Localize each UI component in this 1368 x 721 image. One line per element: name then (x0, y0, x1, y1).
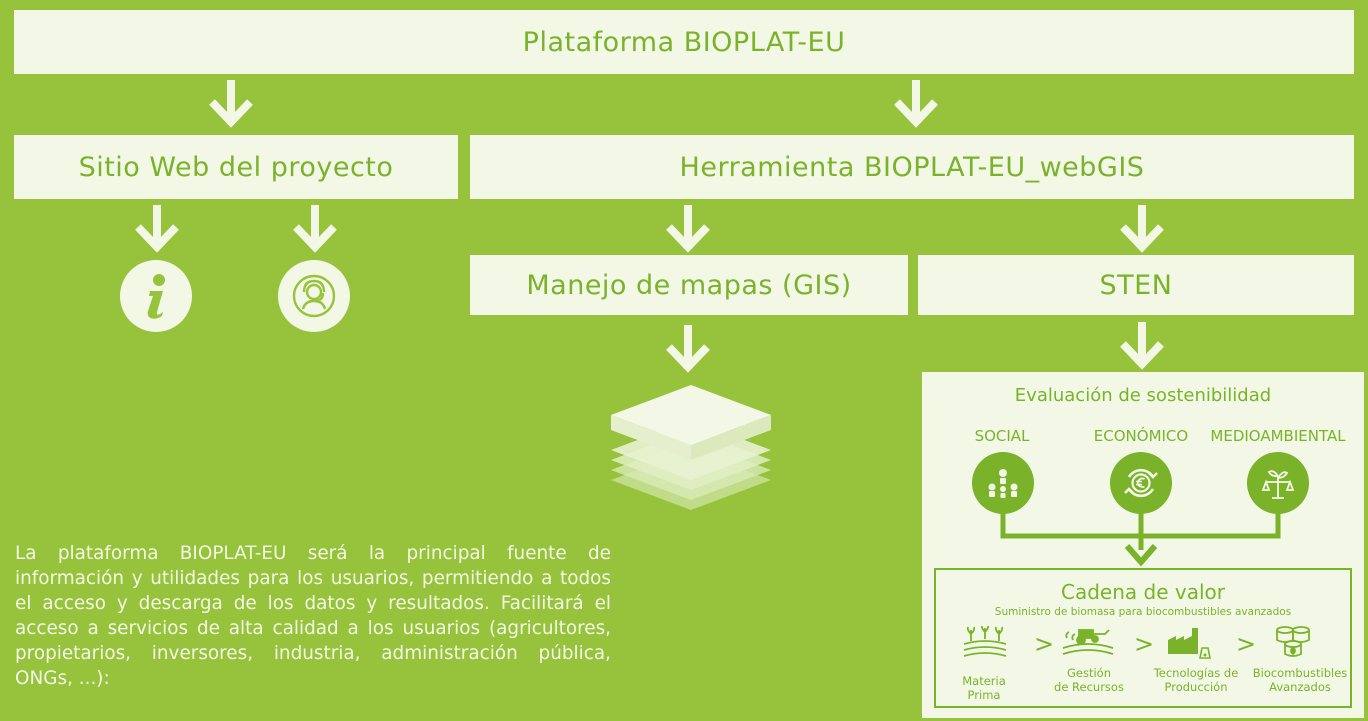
arrow-down-icon (666, 325, 710, 373)
connector-lines (1000, 512, 1281, 567)
chevron-right-icon: > (1034, 630, 1055, 658)
value-chain-subtitle: Suministro de biomasa para biocombustibl… (994, 606, 1292, 618)
step-label-line: Biocombustibles (1252, 666, 1348, 680)
website-box: Sitio Web del proyecto (14, 135, 458, 199)
arrow-down-icon (666, 205, 710, 253)
sten-label: STEN (1099, 269, 1173, 301)
arrow-down-icon (894, 80, 938, 128)
plants-icon (963, 626, 1007, 657)
info-icon (120, 260, 192, 332)
sustainability-panel: Evaluación de sostenibilidad SOCIAL ECON… (922, 372, 1364, 718)
step-label-advanced-biofuels: Biocombustibles Avanzados (1248, 666, 1352, 694)
gis-label: Manejo de mapas (GIS) (526, 269, 852, 301)
step-label-resource-management: Gestión de Recursos (1044, 666, 1134, 694)
social-icon (972, 452, 1034, 514)
chevron-right-icon: > (1236, 630, 1257, 658)
dimension-label-environmental: MEDIOAMBIENTAL (1210, 427, 1346, 445)
euro-cycle-icon (1110, 452, 1172, 514)
biofuel-barrels-icon (1276, 626, 1310, 657)
step-label-line: Prima (967, 688, 1001, 702)
support-agent-icon (278, 260, 350, 332)
platform-label: Plataforma BIOPLAT-EU (522, 26, 846, 58)
step-label-line: de Recursos (1054, 680, 1124, 694)
arrow-down-icon (1120, 205, 1164, 253)
environment-balance-icon (1247, 452, 1309, 514)
step-label-raw-material: Materia Prima (954, 674, 1014, 702)
website-label: Sitio Web del proyecto (78, 151, 394, 183)
arrow-down-icon (209, 80, 253, 128)
arrow-down-icon (293, 205, 337, 253)
webgis-label: Herramienta BIOPLAT-EU_webGIS (679, 151, 1145, 183)
gis-box: Manejo de mapas (GIS) (470, 255, 908, 315)
step-label-line: Producción (1164, 680, 1228, 694)
description-text: La plataforma BIOPLAT-EU será la princip… (15, 543, 611, 689)
map-layers-icon (611, 385, 771, 510)
value-chain-box: Cadena de valor Suministro de biomasa pa… (934, 568, 1352, 708)
step-label-line: Materia (962, 674, 1006, 688)
arrow-down-icon (1120, 322, 1164, 370)
step-label-line: Gestión (1066, 666, 1111, 680)
factory-icon (1168, 628, 1211, 659)
step-label-line: Tecnologías de (1153, 666, 1239, 680)
sten-box: STEN (918, 255, 1354, 315)
step-label-line: Avanzados (1269, 680, 1331, 694)
arrow-down-icon (135, 205, 179, 253)
chevron-right-icon: > (1134, 630, 1155, 658)
dimension-label-economic: ECONÓMICO (1093, 427, 1189, 445)
tractor-icon (1062, 629, 1114, 655)
sustainability-title: Evaluación de sostenibilidad (1014, 385, 1272, 406)
step-label-production-technologies: Tecnologías de Producción (1146, 666, 1246, 694)
webgis-box: Herramienta BIOPLAT-EU_webGIS (470, 135, 1354, 199)
dimension-label-social: SOCIAL (974, 427, 1030, 445)
platform-box: Plataforma BIOPLAT-EU (14, 10, 1354, 74)
value-chain-title: Cadena de valor (1061, 580, 1225, 604)
